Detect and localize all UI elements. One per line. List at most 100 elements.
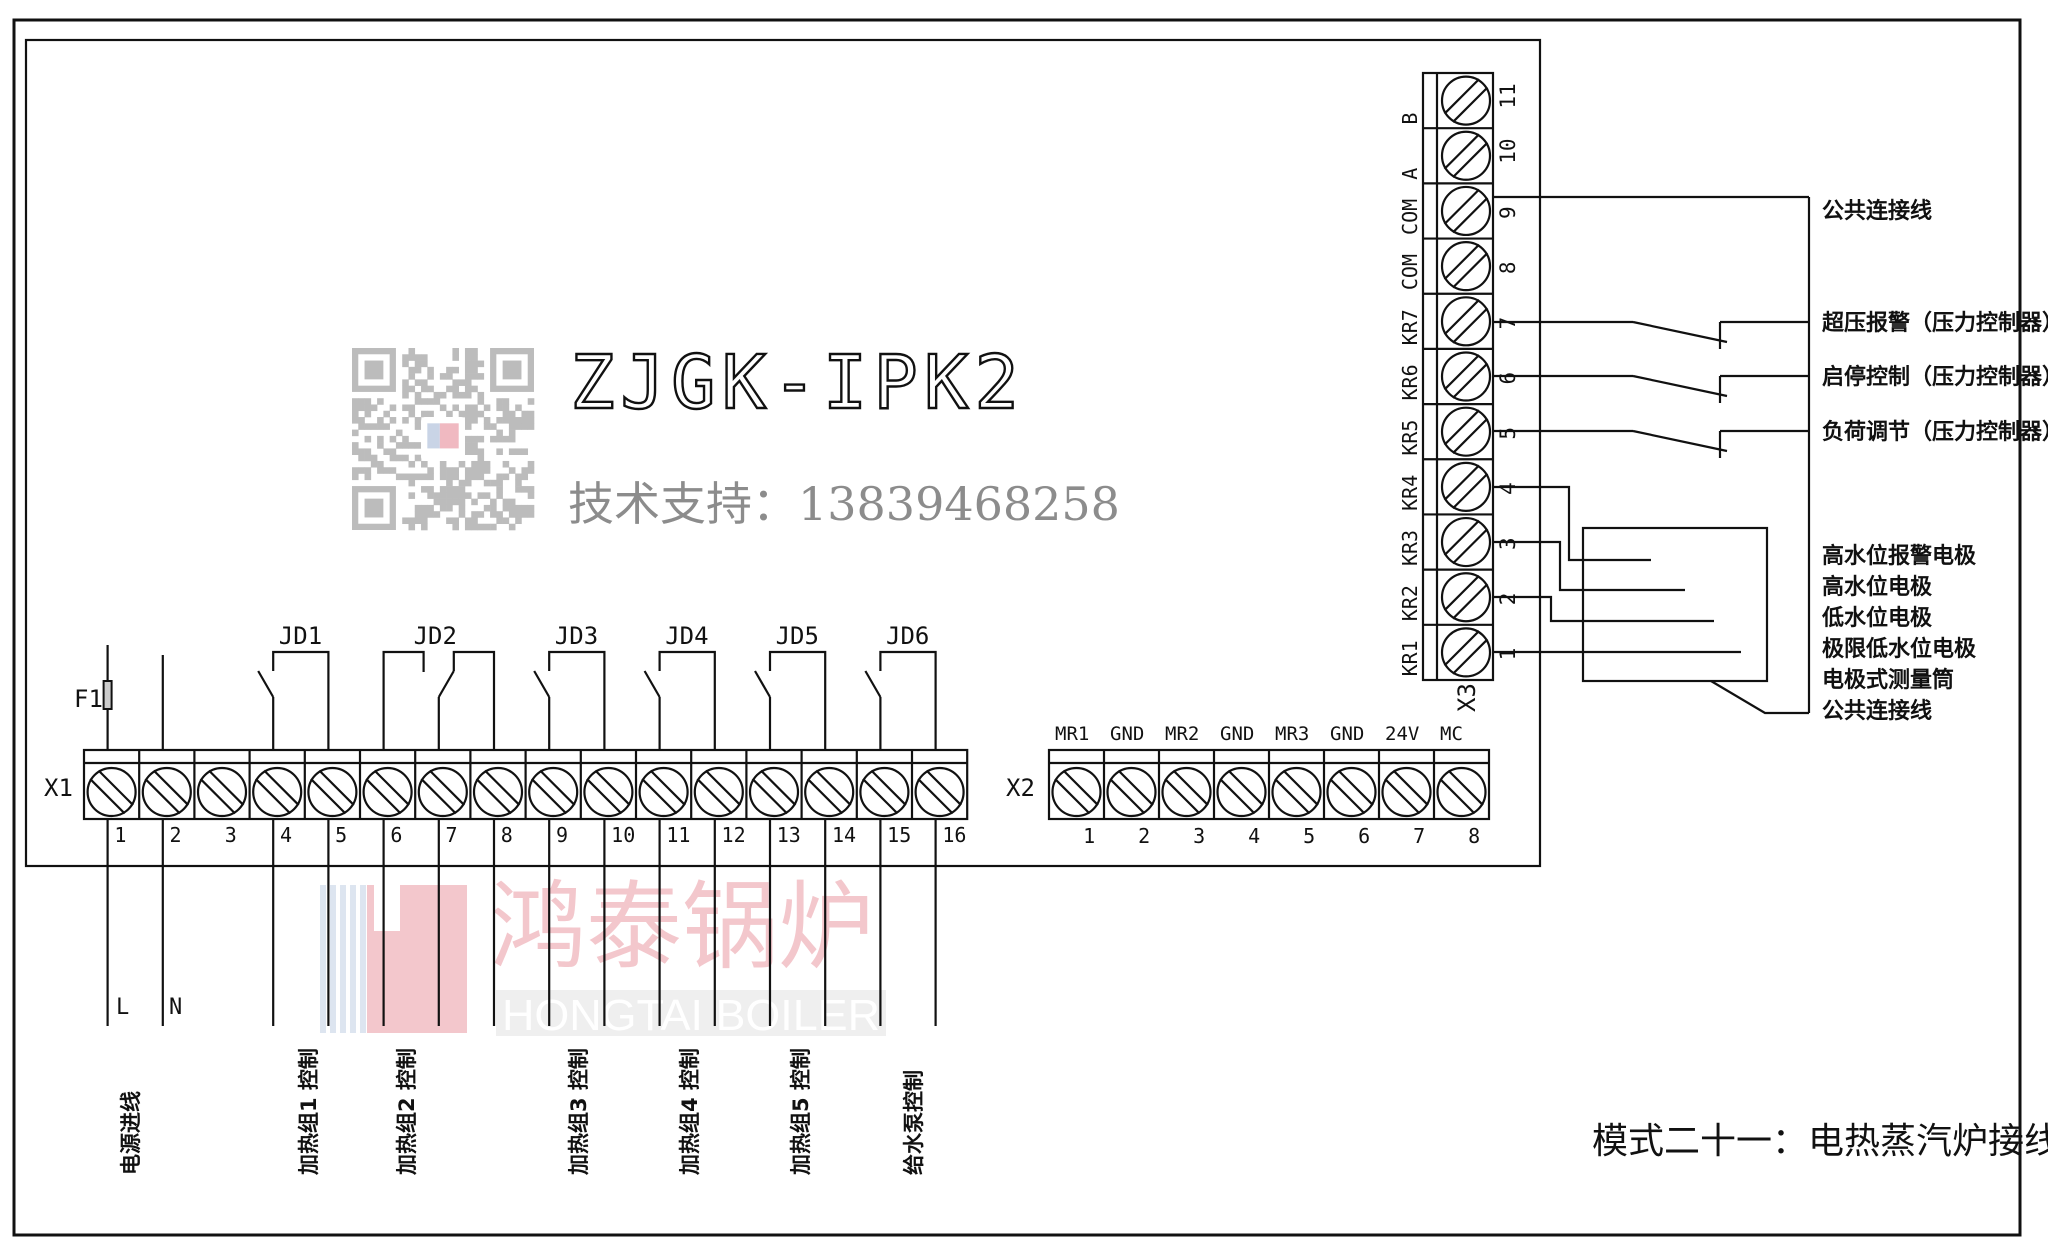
screw-head (1161, 766, 1212, 818)
qr-module (414, 391, 422, 399)
qr-module (421, 504, 428, 512)
screw-head (1051, 766, 1102, 818)
screw-slot (1117, 769, 1154, 806)
qr-module (389, 417, 397, 424)
watermark: 鸿泰锅炉 HONGTAI BOILER (320, 871, 886, 1040)
qr-module (352, 442, 359, 449)
screw-slot (89, 778, 126, 815)
qr-module (464, 492, 472, 499)
screw-head (1440, 75, 1492, 126)
qr-module (352, 448, 359, 455)
qr-module (515, 517, 522, 525)
screw-head (1440, 461, 1492, 512)
screw-icon (1106, 766, 1157, 818)
qr-module (358, 423, 365, 430)
x3-terminal-number: 1 (1496, 648, 1520, 661)
qr-module (527, 467, 535, 474)
model-name: ZJGK-IPK2 (570, 340, 1025, 426)
qr-module (370, 404, 378, 412)
x1-terminal-number: 7 (446, 823, 458, 847)
relay-bracket (879, 650, 937, 750)
qr-module (408, 354, 416, 361)
qr-module (439, 467, 447, 474)
qr-module (408, 373, 416, 380)
qr-module (471, 373, 478, 380)
qr-module (508, 417, 516, 424)
qr-module (352, 473, 359, 481)
qr-module (490, 523, 497, 531)
x3-signal-label: COM (1398, 254, 1422, 290)
qr-module (483, 423, 491, 430)
qr-module (471, 354, 478, 361)
qr-module (458, 479, 466, 487)
screw-slot (1337, 769, 1374, 806)
qr-module (464, 360, 472, 368)
screw-head (252, 766, 303, 818)
qr-module (389, 404, 397, 412)
qr-module (427, 373, 434, 380)
screw-icon (472, 766, 524, 818)
qr-module (521, 486, 529, 493)
x2-signal-label: MR1 (1055, 723, 1089, 745)
qr-module (527, 398, 535, 405)
qr-module (383, 467, 390, 474)
qr-module (527, 460, 535, 468)
x1-terminal-number: 6 (390, 823, 402, 847)
screw-slot (751, 778, 788, 815)
relay-jd3: JD3 (533, 622, 606, 750)
screw-icon (196, 766, 248, 818)
x2-signal-label: GND (1330, 723, 1364, 745)
qr-module (421, 398, 428, 405)
qr-module (464, 442, 472, 449)
screw-head (1106, 766, 1157, 818)
qr-module (421, 523, 428, 531)
qr-module (521, 423, 529, 430)
qr-module (471, 404, 478, 412)
qr-module (439, 498, 447, 506)
qr-module (433, 498, 441, 506)
qr-module (464, 448, 472, 455)
pressure-label-2: 启停控制（压力控制器） (1822, 364, 2048, 390)
screw-slot (484, 769, 521, 806)
qr-module (408, 385, 416, 393)
screw-slot (254, 778, 292, 815)
qr-module (383, 423, 390, 430)
qr-module (477, 373, 485, 380)
qr-module (471, 498, 478, 506)
qr-module (446, 492, 453, 499)
screw-slot (1443, 133, 1480, 170)
screw-head (914, 766, 965, 818)
qr-module (377, 423, 384, 430)
qr-module (477, 492, 485, 499)
qr-module (364, 467, 372, 474)
relay-bracket (658, 650, 716, 750)
qr-module (446, 473, 453, 481)
screw-slot (1443, 354, 1480, 391)
pressure-switch-1 (1493, 320, 1809, 349)
screw-slot (1447, 769, 1484, 806)
screw-slot (1452, 197, 1489, 234)
qr-module (402, 379, 409, 386)
screw-icon (307, 766, 358, 818)
screw-slot (208, 769, 245, 806)
x3-terminal-number: 6 (1496, 372, 1520, 385)
support-text: 技术支持：13839468258 (568, 477, 1120, 531)
qr-module (421, 517, 428, 525)
screw-head (307, 766, 358, 818)
qr-module (458, 492, 466, 499)
qr-module (427, 385, 434, 393)
screw-head (638, 766, 689, 818)
screw-icon (1051, 766, 1102, 818)
qr-module (427, 366, 434, 374)
x3-signal-label: A (1398, 168, 1422, 180)
qr-module (464, 354, 472, 361)
pressure-label-1: 超压报警（压力控制器） (1822, 310, 2048, 336)
qr-module (458, 511, 466, 518)
electrode-high-alarm (1493, 485, 1651, 562)
qr-module (521, 467, 529, 474)
x1-terminal-number: 12 (722, 823, 746, 847)
qr-module (483, 479, 491, 487)
qr-module (515, 448, 522, 455)
qr-module (471, 442, 478, 449)
